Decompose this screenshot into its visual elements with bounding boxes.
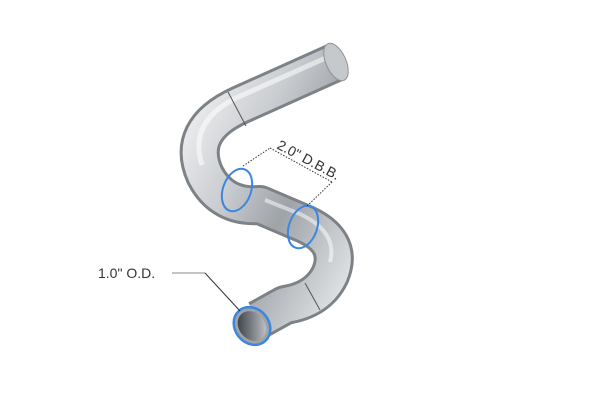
od-label: 1.0" O.D. bbox=[98, 265, 155, 281]
bend-ring-2 bbox=[286, 204, 320, 250]
tube-top-end bbox=[323, 42, 349, 82]
joint-seam-lower bbox=[304, 282, 321, 311]
dbb-label: 2.0" D.B.B. bbox=[275, 137, 343, 183]
od-leader-line bbox=[172, 272, 241, 312]
dbb-dimension bbox=[242, 147, 333, 207]
bend-ring-1 bbox=[220, 167, 254, 213]
tube-open-end bbox=[232, 305, 272, 347]
joint-seam-upper bbox=[227, 91, 247, 127]
tube-body bbox=[179, 43, 354, 338]
